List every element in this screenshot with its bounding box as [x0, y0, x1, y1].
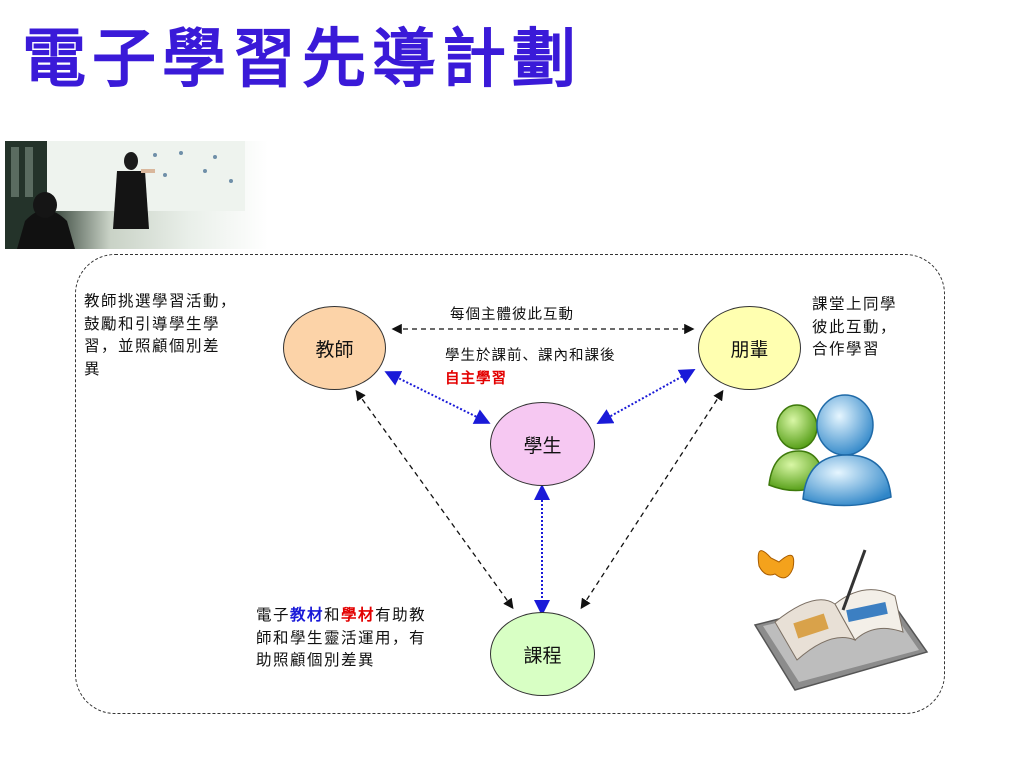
classroom-photo [5, 141, 268, 249]
note-peers-line1: 課堂上同學 [812, 295, 898, 313]
note-curriculum-prefix: 電子 [256, 606, 291, 624]
note-curriculum-line3: 助照顧個別差異 [256, 651, 376, 669]
node-teacher: 教師 [283, 306, 386, 390]
note-teacher-line3: 習，並照顧個別差 [84, 337, 221, 355]
label-self-learning-line1: 學生於課前、課內和課後 [445, 348, 616, 364]
node-student: 學生 [490, 402, 595, 486]
label-self-learning-line2: 自主學習 [445, 369, 507, 387]
digital-book-icon [753, 549, 929, 691]
note-curriculum-word1: 教材 [290, 605, 325, 624]
label-interaction: 每個主體彼此互動 [450, 307, 574, 323]
messenger-people-icon [768, 394, 892, 507]
note-teacher: 教師挑選學習活動， 鼓勵和引導學生學 習，並照顧個別差 異 [84, 290, 237, 380]
note-curriculum-word2: 學材 [341, 605, 376, 624]
note-teacher-line1: 教師挑選學習活動， [84, 292, 238, 310]
note-teacher-line2: 鼓勵和引導學生學 [84, 314, 221, 333]
note-curriculum-line2: 師和學生靈活運用，有 [256, 628, 427, 647]
node-peers: 朋輩 [698, 306, 801, 390]
node-curriculum: 課程 [490, 612, 595, 696]
label-self-learning: 學生於課前、課內和課後 自主學習 [445, 345, 616, 390]
note-curriculum: 電子教材和學材有助教 師和學生靈活運用，有 助照顧個別差異 [256, 604, 426, 672]
note-peers-line2: 彼此互動， [812, 317, 898, 336]
note-peers-line3: 合作學習 [812, 340, 881, 358]
page-title: 電子學習先導計劃 [22, 22, 582, 97]
note-teacher-line4: 異 [84, 359, 102, 378]
note-curriculum-conj: 和 [324, 606, 342, 624]
note-curriculum-line1: 電子教材和學材有助教 [256, 604, 426, 627]
diagram-frame [75, 254, 945, 714]
note-peers: 課堂上同學 彼此互動， 合作學習 [812, 293, 897, 361]
note-curriculum-suffix: 有助教 [375, 606, 427, 624]
